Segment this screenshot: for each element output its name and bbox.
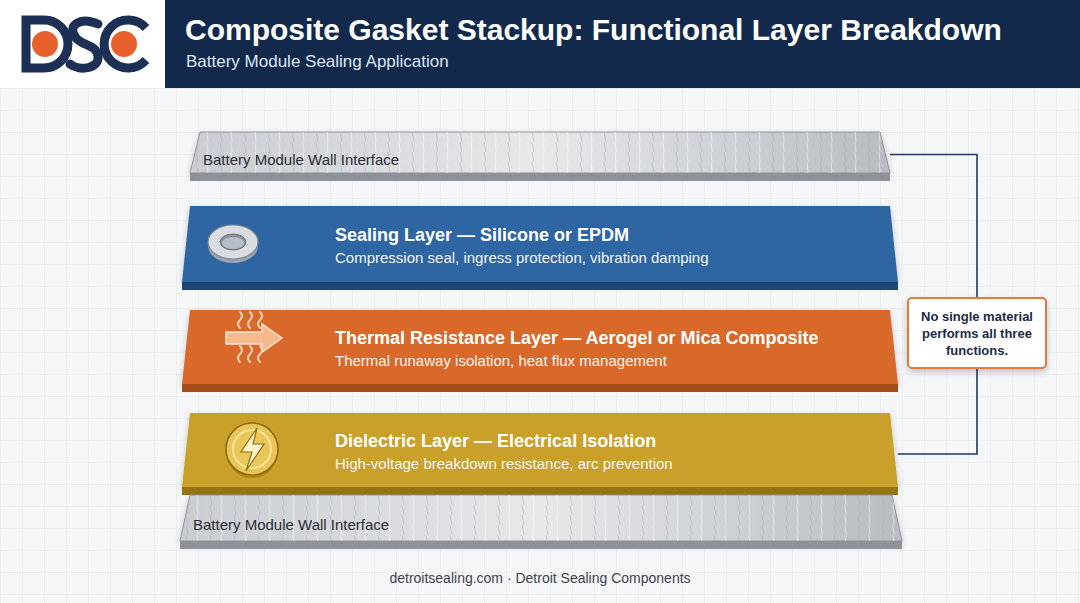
bracket-connector [890, 155, 977, 298]
text-group: Thermal Resistance Layer — Aerogel or Mi… [335, 327, 819, 370]
layer-description: Thermal runaway isolation, heat flux man… [335, 351, 819, 370]
heat-arrow-icon [226, 312, 282, 362]
voltage-icon [226, 423, 278, 478]
text-group: Battery Module Wall Interface [193, 516, 389, 533]
callout-note: No single material performs all three fu… [915, 308, 1039, 359]
layer-shape [182, 206, 898, 290]
company-logo [0, 0, 165, 88]
layer-edge [182, 282, 898, 290]
layer-heading: Thermal Resistance Layer — Aerogel or Mi… [335, 327, 819, 349]
plate-edge [180, 541, 902, 549]
text-group: Battery Module Wall Interface [203, 151, 399, 168]
callout-frame [908, 298, 1046, 368]
bracket-connector [898, 369, 977, 454]
plate-texture [180, 495, 902, 541]
callout-box: No single material performs all three fu… [907, 297, 1047, 369]
layer-edge [182, 487, 898, 495]
gasket-layer: Dielectric Layer — Electrical IsolationH… [182, 413, 898, 495]
footer-caption: detroitsealing.com · Detroit Sealing Com… [0, 570, 1080, 586]
layer-top-face [182, 413, 898, 487]
page-title: Composite Gasket Stackup: Functional Lay… [185, 13, 1002, 47]
layer-description: Compression seal, ingress protection, vi… [335, 248, 709, 267]
gasket-layer: Thermal Resistance Layer — Aerogel or Mi… [182, 310, 898, 392]
module-wall-plate: Battery Module Wall Interface [190, 132, 890, 181]
module-wall-plate: Battery Module Wall Interface [180, 495, 902, 549]
text-group: No single material performs all three fu… [915, 297, 1039, 369]
gasket-layer: Sealing Layer — Silicone or EPDM Compress… [182, 206, 898, 290]
layer-top-face [182, 310, 898, 384]
layer-shape [182, 310, 898, 392]
layer-heading: Sealing Layer — Silicone or EPDM [335, 224, 709, 246]
layer-edge [182, 384, 898, 392]
text-group: Sealing Layer — Silicone or EPDM Compress… [335, 224, 709, 267]
layer-top-face [182, 206, 898, 282]
plate-texture [190, 132, 890, 173]
layer-description: High-voltage breakdown resistance, arc p… [335, 454, 673, 473]
plate-face [190, 132, 890, 173]
page-subtitle: Battery Module Sealing Application [186, 52, 449, 72]
plate-label: Battery Module Wall Interface [203, 151, 399, 168]
plate-label: Battery Module Wall Interface [193, 516, 389, 533]
plate-face [180, 495, 902, 541]
seal-ring-icon [208, 225, 258, 263]
plate-edge [190, 173, 890, 181]
layer-heading: Dielectric Layer — Electrical Isolation [335, 430, 673, 452]
text-group: Dielectric Layer — Electrical IsolationH… [335, 430, 673, 473]
layer-shape [182, 413, 898, 495]
